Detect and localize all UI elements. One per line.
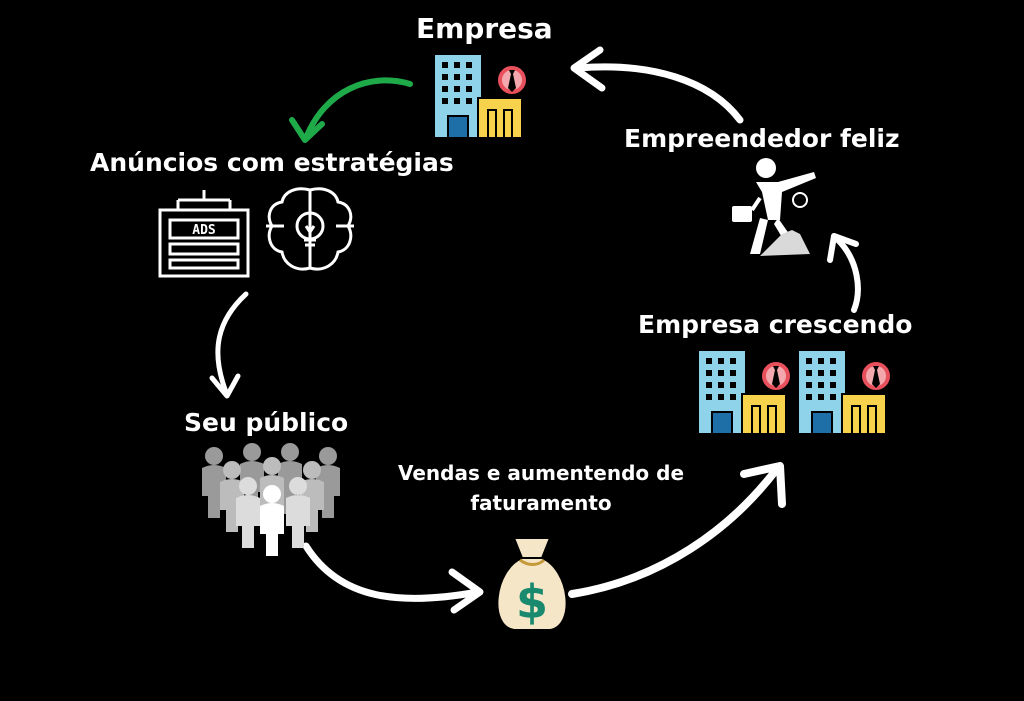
arrow-company-to-ads (303, 77, 413, 141)
ads-box-text: ADS (192, 223, 216, 238)
arrowhead-public-to-money (448, 568, 484, 614)
arrowhead-company-to-ads (289, 117, 325, 143)
building-icon (433, 53, 528, 139)
arrowhead-ads-to-public (209, 373, 241, 399)
arrowhead-money-to-growing (740, 462, 786, 508)
label-company: Empresa (416, 12, 553, 45)
label-audience: Seu público (184, 408, 349, 437)
arrow-public-to-money (302, 542, 482, 602)
label-growing-company: Empresa crescendo (638, 310, 913, 339)
arrowhead-growing-to-happy (827, 233, 859, 263)
arrowhead-happy-to-company (570, 46, 606, 92)
money-bag-icon: $ (496, 537, 568, 631)
arrow-money-to-growing (568, 466, 780, 598)
money-symbol: $ (516, 575, 548, 629)
arrow-happy-to-company (574, 63, 744, 124)
label-ads-strategy: Anúncios com estratégias (90, 148, 454, 177)
growing-building-icon-1 (697, 349, 792, 435)
crowd-icon (202, 443, 340, 556)
arrow-growing-to-happy (835, 237, 861, 313)
arrow-ads-to-public (215, 291, 249, 395)
growing-building-icon-2 (797, 349, 892, 435)
label-sales: Vendas e aumentendo de faturamento (397, 461, 685, 515)
happy-entrepreneur-icon (732, 158, 816, 256)
arrows (209, 46, 861, 614)
label-happy-entrepreneur: Empreendedor feliz (624, 124, 900, 153)
brain-idea-icon (266, 187, 354, 271)
ads-board-icon: ADS (158, 190, 250, 278)
